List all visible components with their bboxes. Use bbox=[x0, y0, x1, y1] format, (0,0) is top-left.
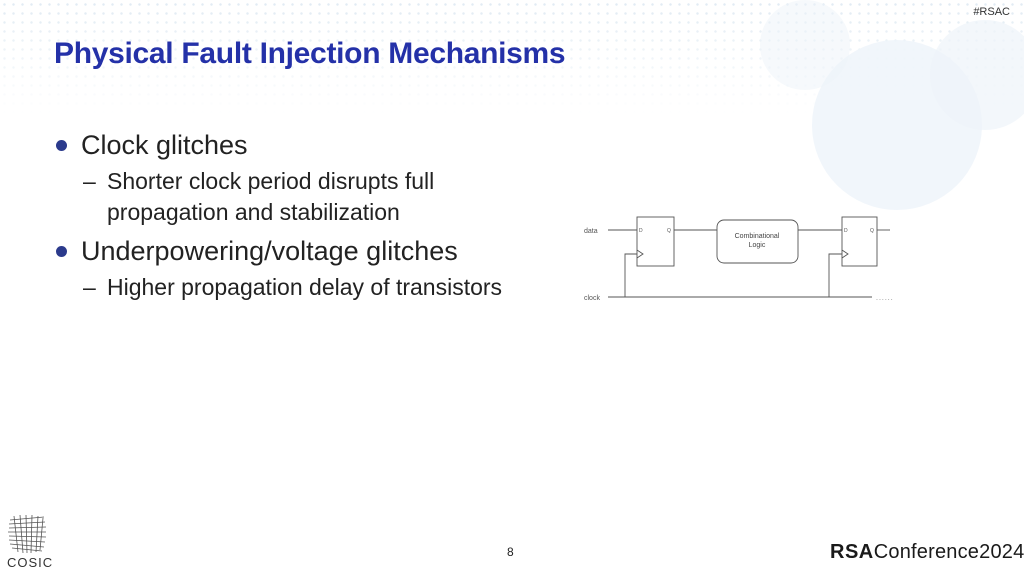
sub-bullet-item: – Shorter clock period disrupts full pro… bbox=[56, 166, 526, 228]
rsa-conference-logo: RSAConference2024 bbox=[830, 541, 1024, 564]
decorative-bubble bbox=[760, 0, 850, 90]
decorative-bubble bbox=[930, 20, 1024, 130]
continuation-dots: ...... bbox=[876, 295, 894, 302]
sub-bullet-text: Higher propagation delay of transistors bbox=[107, 274, 503, 300]
bullet-dot-icon bbox=[56, 140, 67, 151]
bullet-dot-icon bbox=[56, 246, 67, 257]
bullet-text: Clock glitches bbox=[81, 130, 248, 160]
cosic-logo-icon bbox=[8, 514, 47, 554]
flip-flop-port-q: Q bbox=[870, 228, 874, 234]
flip-flop-port-d: D bbox=[639, 228, 643, 234]
data-signal-label: data bbox=[584, 228, 598, 235]
flip-flop-port-q: Q bbox=[667, 228, 671, 234]
bullet-text: Underpowering/voltage glitches bbox=[81, 236, 458, 266]
rsa-brand-text: Conference2024 bbox=[873, 541, 1024, 563]
sub-bullet-text: Shorter clock period disrupts full propa… bbox=[107, 168, 435, 225]
flip-flop-port-d: D bbox=[844, 228, 848, 234]
slide-title: Physical Fault Injection Mechanisms bbox=[54, 37, 566, 70]
page-number: 8 bbox=[507, 545, 514, 559]
bullet-item-voltage-glitches: Underpowering/voltage glitches bbox=[56, 234, 526, 268]
dash-icon: – bbox=[83, 274, 96, 300]
bullet-item-clock-glitches: Clock glitches bbox=[56, 128, 526, 162]
flip-flop-circuit-diagram: data clock D Q D Q Combinational Logic .… bbox=[584, 216, 894, 302]
hashtag-label: #RSAC bbox=[973, 6, 1010, 18]
cosic-logo-text: COSIC bbox=[7, 555, 54, 570]
dash-icon: – bbox=[83, 168, 96, 194]
logic-block-label-line2: Logic bbox=[749, 242, 766, 249]
rsa-brand-mark: RSA bbox=[830, 541, 874, 563]
sub-bullet-item: – Higher propagation delay of transistor… bbox=[56, 272, 526, 303]
logic-block-label-line1: Combinational bbox=[735, 233, 780, 240]
clock-signal-label: clock bbox=[584, 295, 600, 302]
bullet-list: Clock glitches – Shorter clock period di… bbox=[56, 128, 526, 309]
